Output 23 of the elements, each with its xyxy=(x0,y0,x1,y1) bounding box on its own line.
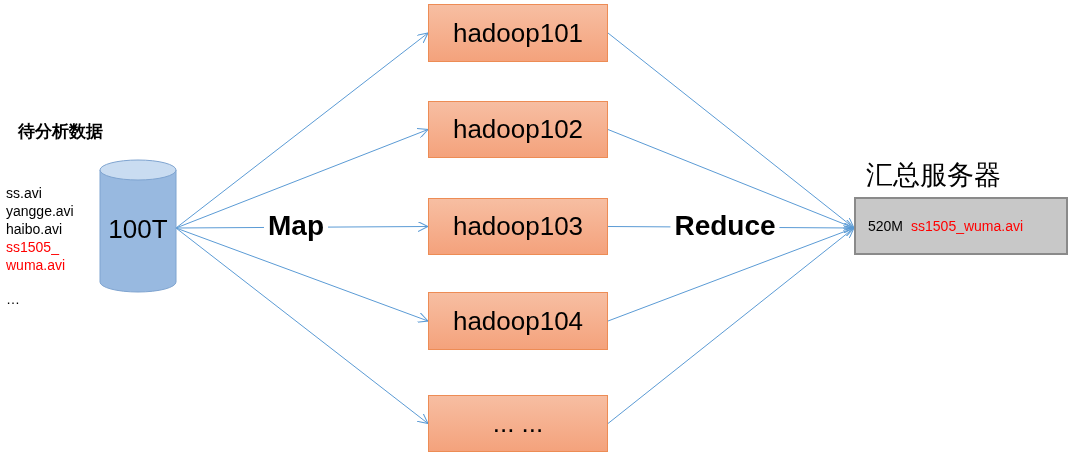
data-heading: 待分析数据 xyxy=(18,121,103,143)
arrow xyxy=(607,32,855,229)
arrow xyxy=(607,226,855,322)
arrow xyxy=(607,129,855,230)
file-name: ss.avi xyxy=(6,184,42,202)
process-box: hadoop102 xyxy=(428,101,608,158)
size-text: 520M xyxy=(868,218,904,234)
process-box: ... ... xyxy=(428,395,608,452)
file-name: yangge.avi xyxy=(6,202,74,220)
file-name: ss1505_wuma.avi xyxy=(911,218,1024,234)
process-box: hadoop103 xyxy=(428,198,608,255)
process-box: hadoop104 xyxy=(428,292,608,350)
file-name: ss1505_wuma.avi xyxy=(6,238,67,274)
file-name: … xyxy=(6,290,20,308)
arrow xyxy=(607,227,855,424)
arrow xyxy=(175,227,429,424)
arrow xyxy=(175,128,429,229)
arrow xyxy=(175,227,429,323)
process-box: hadoop101 xyxy=(428,4,608,62)
capacity-label: 100T xyxy=(107,214,169,245)
arrow xyxy=(175,32,429,229)
server-heading: 汇总服务器 xyxy=(866,159,1001,192)
file-name: haibo.avi xyxy=(6,220,63,238)
